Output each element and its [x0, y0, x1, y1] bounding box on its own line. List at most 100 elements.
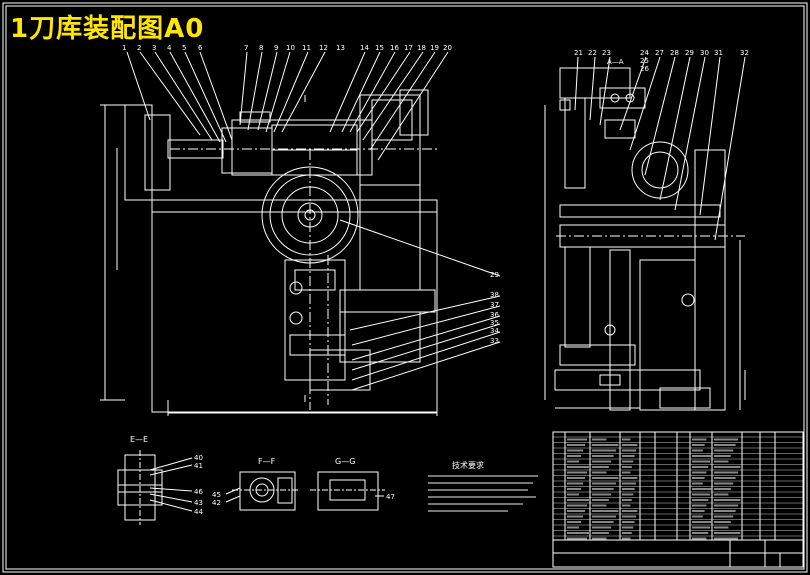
- parts-list-text-mark: [592, 499, 609, 501]
- parts-list-text-mark: [622, 438, 631, 441]
- callout-47: 47: [386, 493, 395, 501]
- parts-list-text-mark: [622, 466, 632, 468]
- parts-list-text-mark: [714, 444, 736, 446]
- parts-list-text-mark: [714, 521, 731, 523]
- balloon-12: 12: [319, 44, 328, 52]
- balloon-26: 26: [640, 65, 649, 73]
- parts-list-text-mark: [692, 515, 703, 518]
- balloon-33: 33: [490, 337, 499, 345]
- parts-list-text-mark: [714, 471, 738, 474]
- parts-list-text-mark: [692, 438, 707, 441]
- balloon-30: 30: [700, 49, 709, 57]
- balloon-28: 28: [670, 49, 679, 57]
- parts-list-text-mark: [622, 515, 636, 518]
- parts-list-text-mark: [692, 471, 707, 474]
- parts-list-text-mark: [714, 537, 738, 540]
- parts-list-text-mark: [567, 455, 581, 457]
- parts-list-text-mark: [692, 526, 710, 529]
- balloon-9: 9: [274, 44, 278, 52]
- balloons-top: 1 2 3 4 5 6 7 8 9 10 11 12 13 14 15 16 1…: [122, 44, 452, 52]
- balloon-38: 38: [490, 291, 499, 299]
- parts-list-text-mark: [592, 444, 619, 446]
- parts-list-text-mark: [622, 460, 634, 463]
- parts-list-text-mark: [692, 455, 712, 457]
- balloon-36: 36: [490, 311, 499, 319]
- balloon-31: 31: [714, 49, 723, 57]
- parts-list-text-mark: [622, 477, 638, 479]
- section-ee-label: E—E: [130, 435, 148, 444]
- balloons-side: 21 22 23 24 25 26 27 28 29 30 31 32: [574, 49, 749, 73]
- parts-list-text-mark: [622, 488, 635, 490]
- parts-list-text-mark: [592, 477, 619, 479]
- balloon-21: 21: [574, 49, 583, 57]
- parts-list-text-mark: [567, 504, 587, 507]
- parts-list-text-mark: [592, 455, 614, 457]
- balloon-16: 16: [390, 44, 399, 52]
- parts-list-text-mark: [567, 526, 579, 529]
- callout-46: 46: [194, 488, 203, 496]
- parts-list-text-mark: [592, 532, 609, 534]
- callout-41: 41: [194, 462, 203, 470]
- parts-list-text-mark: [567, 493, 579, 496]
- parts-list-text-mark: [692, 537, 707, 540]
- balloon-17: 17: [404, 44, 413, 52]
- parts-list-fill: [567, 438, 741, 540]
- parts-list-text-mark: [567, 438, 587, 441]
- parts-list-text-mark: [592, 526, 612, 529]
- balloon-29b: 29: [685, 49, 694, 57]
- parts-list-text-mark: [692, 493, 710, 496]
- balloon-19: 19: [430, 44, 439, 52]
- parts-list-text-mark: [714, 493, 729, 496]
- parts-list-text-mark: [714, 449, 734, 452]
- outer-frame: [5, 5, 805, 570]
- parts-list-text-mark: [622, 537, 631, 540]
- parts-list-text-mark: [567, 460, 579, 463]
- balloon-3: 3: [152, 44, 156, 52]
- parts-list-text-mark: [567, 521, 581, 523]
- balloon-6: 6: [198, 44, 203, 52]
- parts-list-text-mark: [622, 532, 632, 534]
- ee-callouts: 40 41 46 43 44: [194, 454, 203, 516]
- parts-list-text-mark: [714, 466, 741, 468]
- side-view: A—A: [544, 56, 746, 411]
- parts-list-text-mark: [567, 482, 583, 485]
- parts-list-text-mark: [567, 444, 585, 446]
- parts-list-text-mark: [592, 537, 607, 540]
- section-aa-label: A—A: [607, 58, 624, 66]
- front-view: [100, 89, 440, 416]
- balloon-5: 5: [182, 44, 186, 52]
- balloon-23: 23: [602, 49, 611, 57]
- parts-list-text-mark: [622, 526, 634, 529]
- parts-list-text-mark: [592, 521, 614, 523]
- parts-list-text-mark: [592, 438, 607, 441]
- balloon-34: 34: [490, 327, 499, 335]
- parts-list-text-mark: [592, 488, 614, 490]
- balloon-24: 24: [640, 49, 649, 57]
- parts-list-text-mark: [692, 488, 712, 490]
- balloon-27: 27: [655, 49, 664, 57]
- parts-list-text-mark: [622, 499, 632, 501]
- balloon-37: 37: [490, 301, 499, 309]
- parts-list-text-mark: [567, 537, 587, 540]
- balloons-right: 29 38 37 36 35 34 33: [490, 271, 499, 345]
- parts-list-text-mark: [567, 488, 581, 490]
- parts-list-text-mark: [622, 455, 635, 457]
- balloon-4: 4: [167, 44, 172, 52]
- front-leaders: [126, 51, 501, 391]
- balloon-1: 1: [122, 44, 126, 52]
- parts-list-text-mark: [714, 482, 734, 485]
- parts-list-text-mark: [622, 510, 638, 512]
- parts-list-text-mark: [714, 455, 731, 457]
- parts-list-text-mark: [592, 460, 612, 463]
- parts-list-text-mark: [622, 444, 638, 446]
- parts-list-text-mark: [592, 510, 619, 512]
- balloon-2: 2: [137, 44, 141, 52]
- balloon-8: 8: [259, 44, 263, 52]
- parts-list-text-mark: [592, 471, 607, 474]
- section-ff-label: F—F: [258, 457, 276, 466]
- parts-list-text-mark: [567, 466, 589, 468]
- parts-list-text-mark: [622, 449, 636, 452]
- balloon-32: 32: [740, 49, 749, 57]
